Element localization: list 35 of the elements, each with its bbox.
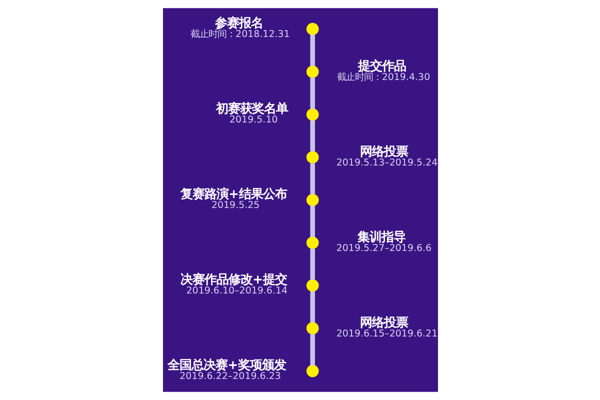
node-label: 参赛报名	[214, 16, 262, 30]
node-label: 2019.6.10–2019.6.14	[186, 286, 288, 297]
connector	[310, 78, 314, 109]
connector	[310, 120, 314, 152]
node-label: 2019.5.25	[210, 200, 260, 212]
node-label: 集训指导	[356, 230, 405, 244]
connector	[310, 34, 314, 66]
node-circle	[306, 194, 318, 206]
connector	[310, 291, 314, 322]
node-label: 全国总决赛+奖项颁发	[167, 358, 286, 372]
node-circle	[306, 22, 318, 36]
connector	[310, 163, 314, 194]
node-label: 2019.5.27–2019.6.6	[336, 242, 432, 254]
node-label: 决赛作品修改+提交	[180, 272, 286, 286]
node-label: 网络投票	[360, 144, 408, 158]
node-label: 2019.5.10	[228, 114, 278, 126]
node-circle	[306, 66, 318, 78]
node-label: 2019.6.15–2019.6.21	[336, 328, 438, 340]
node-circle	[306, 322, 318, 334]
node-label: 复赛路演+结果公布	[180, 187, 286, 202]
node-circle	[306, 108, 318, 121]
connector	[310, 248, 314, 280]
node-label: 网络投票	[360, 315, 408, 330]
node-label: 截止时间：2018.12.31	[190, 29, 290, 40]
node-label: 提交作品	[358, 58, 406, 73]
node-circle	[306, 151, 318, 164]
connector	[310, 206, 314, 237]
connector	[310, 334, 314, 366]
node-circle	[306, 236, 318, 249]
node-label: 2019.5.13–2019.5.24	[336, 157, 438, 168]
node-label: 2019.6.22–2019.6.23	[179, 371, 280, 382]
node-circle	[306, 279, 318, 292]
node-circle	[306, 364, 318, 378]
node-label: 截止时间：2019.4.30	[336, 72, 430, 83]
node-label: 初赛获奖名单	[216, 102, 288, 116]
